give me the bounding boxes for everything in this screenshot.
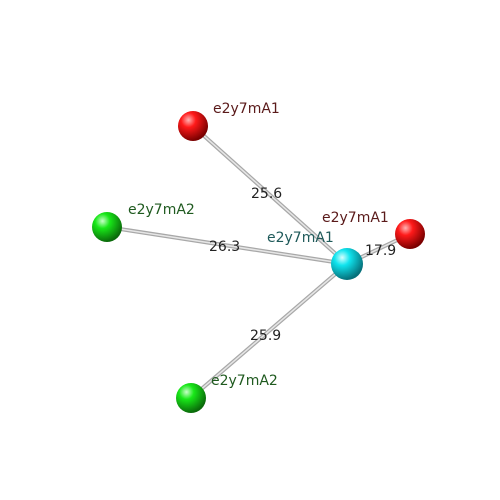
edge-center-green-bottom xyxy=(189,262,349,400)
edge-center-red-top xyxy=(191,124,349,266)
edge-center-green-left xyxy=(106,225,348,266)
node-label-red-top: e2y7mA1 xyxy=(213,101,280,117)
edge-highlight xyxy=(190,263,348,399)
green-sphere-icon xyxy=(176,383,206,413)
edge-labels: 25.6 17.9 26.3 25.9 xyxy=(209,186,396,344)
node-labels: e2y7mA1 e2y7mA1 e2y7mA1 e2y7mA2 e2y7mA2 xyxy=(128,101,389,389)
edge-label-red-top: 25.6 xyxy=(251,186,282,202)
red-sphere-icon xyxy=(178,111,208,141)
edge-label-green-bottom: 25.9 xyxy=(250,328,281,344)
node-label-center: e2y7mA1 xyxy=(267,230,334,246)
edge-highlight xyxy=(106,226,348,265)
nodes xyxy=(92,111,425,413)
node-label-green-bottom: e2y7mA2 xyxy=(211,373,278,389)
node-label-green-left: e2y7mA2 xyxy=(128,202,195,218)
edges xyxy=(106,124,411,400)
edge-highlight xyxy=(192,125,348,265)
cyan-sphere-icon xyxy=(331,248,363,280)
edge-label-green-left: 26.3 xyxy=(209,239,240,255)
edge-label-red-right: 17.9 xyxy=(365,243,396,259)
red-sphere-icon xyxy=(395,219,425,249)
green-sphere-icon xyxy=(92,212,122,242)
node-label-red-right: e2y7mA1 xyxy=(322,210,389,226)
